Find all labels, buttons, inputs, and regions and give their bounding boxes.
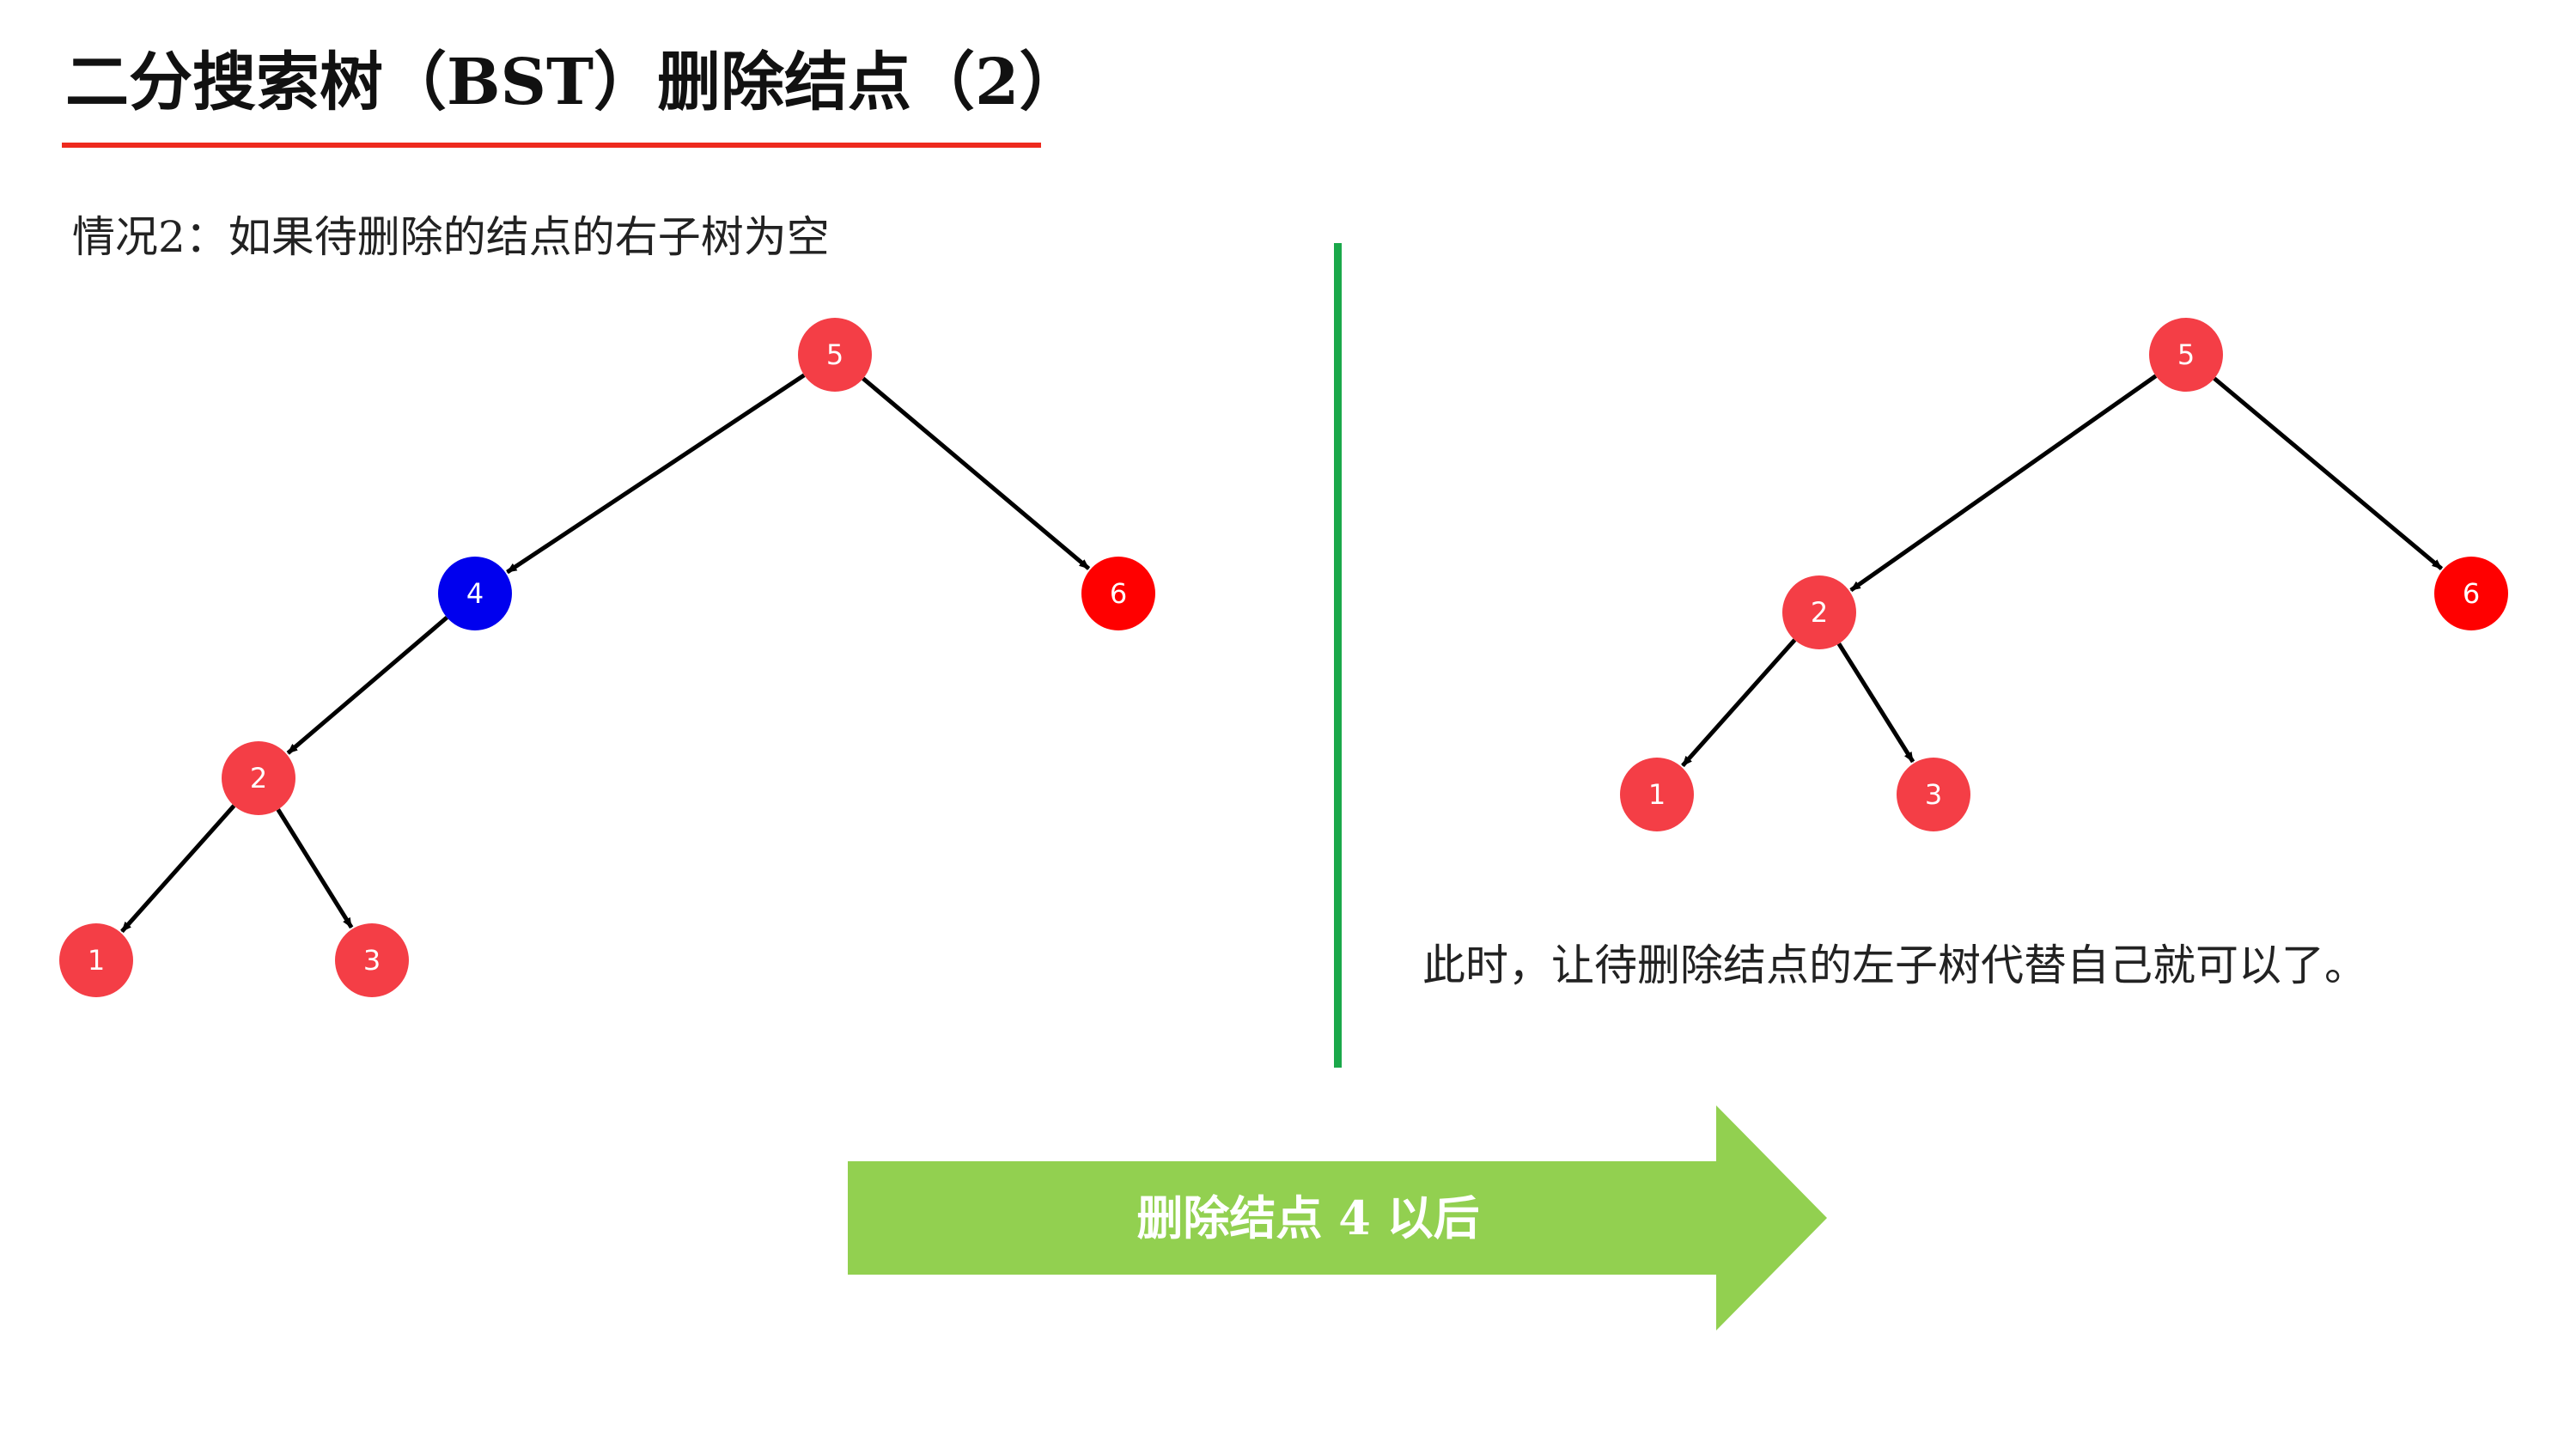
edge-2-3 [276,808,354,929]
tree-after: 5 2 6 1 3 [1620,318,2508,831]
node-label-6: 6 [1110,577,1127,610]
page-title: 二分搜索树（BST）删除结点（2） [65,46,1083,119]
arrow-shape [848,1105,1827,1330]
title-underline [62,143,1041,148]
edge-5-6 [862,376,1091,570]
node-label-3: 3 [363,944,381,977]
node-2 [1782,575,1856,649]
edge-5-4 [506,373,806,575]
transition-arrow: 删除结点 4 以后 [848,1105,1827,1330]
edge-2-1 [1681,638,1797,768]
node-label-1: 1 [1648,778,1666,811]
node-6 [2434,557,2508,630]
node-label-6: 6 [2463,577,2480,610]
node-label-5: 5 [826,338,843,371]
node-5 [798,318,872,392]
node-6 [1081,557,1155,630]
divider-line [1334,243,1342,1068]
edge-4-2 [286,616,448,755]
edge-2-1 [120,804,236,934]
node-3 [335,923,409,997]
node-label-2: 2 [1811,596,1828,629]
node-3 [1897,758,1970,831]
edge-5-6 [2213,376,2444,571]
arrow-label: 删除结点 4 以后 [1136,1190,1479,1245]
result-description: 此时，让待删除结点的左子树代替自己就可以了。 [1422,941,2367,990]
node-label-5: 5 [2177,338,2195,371]
node-label-4: 4 [466,577,484,610]
tree-before: 5 4 6 2 1 3 [59,318,1155,997]
node-label-3: 3 [1925,778,1942,811]
node-4 [438,557,512,630]
node-1 [59,923,133,997]
node-label-1: 1 [88,944,105,977]
node-5 [2149,318,2223,392]
edge-5-2 [1849,374,2158,593]
case-description: 情况2：如果待删除的结点的右子树为空 [72,212,830,262]
edge-2-3 [1836,642,1915,764]
node-2 [222,741,295,815]
node-1 [1620,758,1694,831]
node-label-2: 2 [250,762,267,795]
